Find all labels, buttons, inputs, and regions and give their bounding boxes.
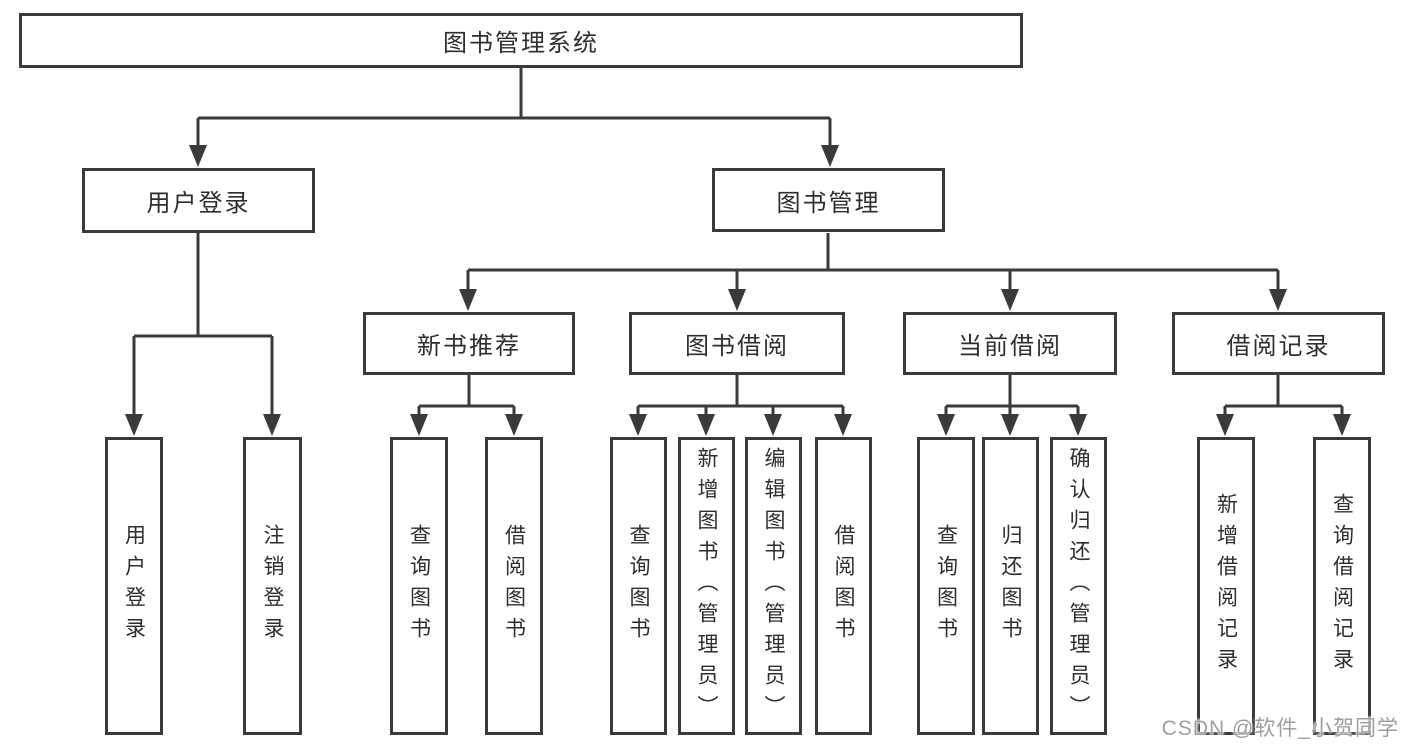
- node-root-system: 图书管理系统: [19, 13, 1023, 68]
- leaf-add-borrow-record-label: 新增借阅记录: [1214, 493, 1238, 679]
- leaf-edit-books-admin-label: 编辑图书（管理员）: [762, 446, 785, 726]
- leaf-query-borrow-record-label: 查询借阅记录: [1330, 493, 1354, 679]
- leaf-user-login-label: 用户登录: [122, 524, 146, 648]
- csdn-watermark: CSDN @软件_小贺同学: [1161, 717, 1399, 740]
- leaf-borrow-books-recommend-label: 借阅图书: [502, 524, 526, 648]
- leaf-add-borrow-record: 新增借阅记录: [1197, 437, 1255, 735]
- leaf-query-books-borrow-label: 查询图书: [627, 524, 650, 648]
- node-user-login: 用户登录: [82, 168, 315, 233]
- node-book-borrow: 图书借阅: [629, 312, 845, 375]
- leaf-query-books-borrow: 查询图书: [610, 437, 667, 735]
- leaf-confirm-return-admin-label: 确认归还（管理员）: [1067, 446, 1090, 726]
- node-root-system-label: 图书管理系统: [443, 30, 599, 57]
- leaf-borrow-books-label: 借阅图书: [832, 524, 855, 648]
- node-book-management: 图书管理: [712, 168, 945, 232]
- leaf-query-books-recommend: 查询图书: [390, 437, 448, 735]
- node-new-book-recommend: 新书推荐: [363, 312, 575, 375]
- leaf-return-books-label: 归还图书: [999, 524, 1022, 648]
- leaf-logout-label: 注销登录: [261, 524, 284, 648]
- node-current-borrow: 当前借阅: [903, 312, 1117, 375]
- leaf-query-books-current: 查询图书: [917, 437, 975, 735]
- leaf-borrow-books-recommend: 借阅图书: [485, 437, 543, 735]
- leaf-return-books: 归还图书: [982, 437, 1039, 735]
- node-user-login-label: 用户登录: [146, 190, 251, 217]
- leaf-user-login: 用户登录: [105, 437, 163, 735]
- leaf-add-books-admin-label: 新增图书（管理员）: [695, 446, 718, 726]
- node-book-management-label: 图书管理: [776, 189, 881, 217]
- node-borrow-records-label: 借阅记录: [1226, 333, 1331, 360]
- leaf-edit-books-admin: 编辑图书（管理员）: [745, 437, 802, 735]
- node-borrow-records: 借阅记录: [1172, 312, 1385, 375]
- node-book-borrow-label: 图书借阅: [685, 333, 789, 360]
- leaf-query-books-current-label: 查询图书: [934, 524, 958, 648]
- node-new-book-recommend-label: 新书推荐: [417, 333, 521, 360]
- leaf-query-books-recommend-label: 查询图书: [407, 524, 431, 648]
- node-current-borrow-label: 当前借阅: [958, 333, 1062, 360]
- leaf-borrow-books: 借阅图书: [815, 437, 872, 735]
- leaf-query-borrow-record: 查询借阅记录: [1313, 437, 1371, 735]
- leaf-add-books-admin: 新增图书（管理员）: [678, 437, 735, 735]
- leaf-confirm-return-admin: 确认归还（管理员）: [1050, 437, 1107, 735]
- leaf-logout: 注销登录: [243, 437, 302, 735]
